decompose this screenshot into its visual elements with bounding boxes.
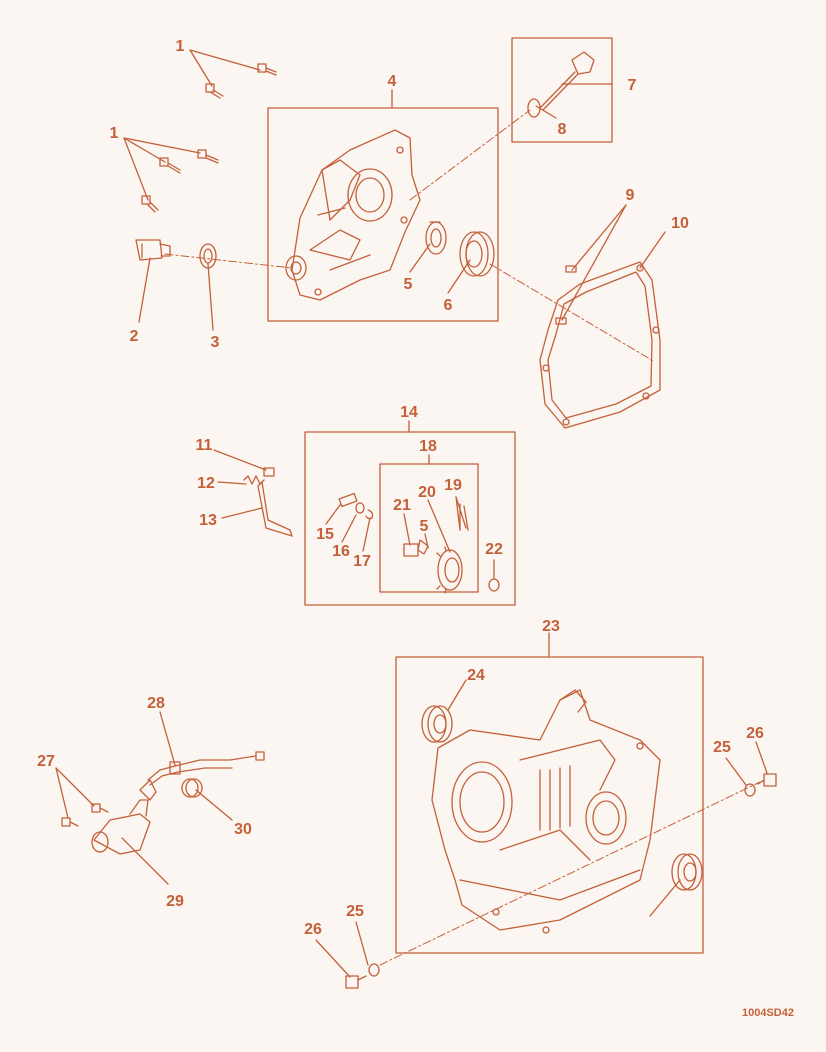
callout-26b: 26 bbox=[304, 921, 322, 938]
leader-lines bbox=[55, 49, 768, 978]
callout-5: 5 bbox=[404, 276, 413, 293]
callout-4: 4 bbox=[388, 73, 397, 90]
callout-15: 15 bbox=[316, 526, 334, 543]
bolt-icon bbox=[141, 195, 159, 213]
oil-seal-icon bbox=[421, 705, 453, 743]
group-box-14 bbox=[304, 431, 516, 606]
screw-icon bbox=[91, 803, 109, 813]
drawing-code: 1004SD42 bbox=[742, 1007, 794, 1019]
callout-22: 22 bbox=[485, 541, 503, 558]
alignment-lines bbox=[164, 109, 761, 966]
callout-27: 27 bbox=[37, 753, 55, 770]
callout-21: 21 bbox=[393, 497, 411, 514]
callout-5b: 5 bbox=[420, 518, 429, 535]
callout-14: 14 bbox=[400, 404, 418, 421]
clip-icon bbox=[365, 509, 374, 520]
pin-icon bbox=[459, 503, 469, 531]
group-box-4 bbox=[267, 107, 499, 322]
callout-26a: 26 bbox=[746, 725, 764, 742]
drain-plug-icon bbox=[345, 975, 367, 989]
callout-24: 24 bbox=[467, 667, 485, 684]
callout-13: 13 bbox=[199, 512, 217, 529]
bearing-icon bbox=[425, 221, 447, 255]
shaft-icon bbox=[338, 492, 358, 508]
oil-seal-icon bbox=[199, 243, 217, 269]
callout-12: 12 bbox=[197, 475, 215, 492]
nut-icon bbox=[263, 467, 275, 477]
oil-sensor-icon bbox=[91, 799, 151, 855]
dipstick-icon bbox=[539, 51, 595, 111]
callout-6: 6 bbox=[444, 297, 453, 314]
crankcase-cover-icon bbox=[285, 129, 421, 301]
crankcase-icon bbox=[431, 689, 661, 934]
callout-30: 30 bbox=[234, 821, 252, 838]
callout-2: 2 bbox=[130, 328, 139, 345]
governor-arm-icon bbox=[257, 481, 293, 537]
o-ring-icon bbox=[527, 98, 541, 118]
group-box-7 bbox=[511, 37, 613, 143]
callout-18: 18 bbox=[419, 438, 437, 455]
bolt-icon bbox=[159, 157, 181, 174]
governor-gear-icon bbox=[436, 546, 463, 594]
bolt-icon bbox=[205, 83, 224, 99]
callout-17: 17 bbox=[353, 553, 371, 570]
callout-11: 11 bbox=[196, 437, 213, 454]
callout-25a: 25 bbox=[713, 739, 731, 756]
callout-16: 16 bbox=[332, 543, 350, 560]
callout-3: 3 bbox=[211, 334, 220, 351]
bolt-icon bbox=[257, 63, 277, 76]
bolt-icon bbox=[197, 149, 219, 164]
callout-9: 9 bbox=[626, 187, 635, 204]
callout-28: 28 bbox=[147, 695, 165, 712]
washer-icon bbox=[744, 783, 756, 797]
callout-29: 29 bbox=[166, 893, 184, 910]
bearing-icon bbox=[459, 231, 495, 277]
callout-7: 7 bbox=[628, 77, 637, 94]
callout-8: 8 bbox=[558, 121, 567, 138]
callout-23: 23 bbox=[542, 618, 560, 635]
callout-10: 10 bbox=[671, 215, 689, 232]
oil-seal-icon bbox=[671, 853, 703, 891]
oil-fitting-icon bbox=[135, 239, 171, 261]
callout-25b: 25 bbox=[346, 903, 364, 920]
callout-1a: 1 bbox=[176, 38, 185, 55]
drain-plug-icon bbox=[757, 773, 777, 787]
callout-1b: 1 bbox=[110, 125, 119, 142]
grommet-icon bbox=[181, 778, 203, 798]
oil-sensor-wire-icon bbox=[139, 751, 265, 801]
washer-icon bbox=[355, 502, 365, 514]
washer-icon bbox=[488, 578, 500, 592]
callout-19: 19 bbox=[444, 477, 462, 494]
screw-icon bbox=[61, 817, 79, 827]
washer-icon bbox=[368, 963, 380, 977]
callout-20: 20 bbox=[418, 484, 436, 501]
dowel-pin-icon bbox=[555, 265, 577, 325]
holder-icon bbox=[403, 539, 429, 557]
gasket-icon bbox=[539, 261, 661, 429]
